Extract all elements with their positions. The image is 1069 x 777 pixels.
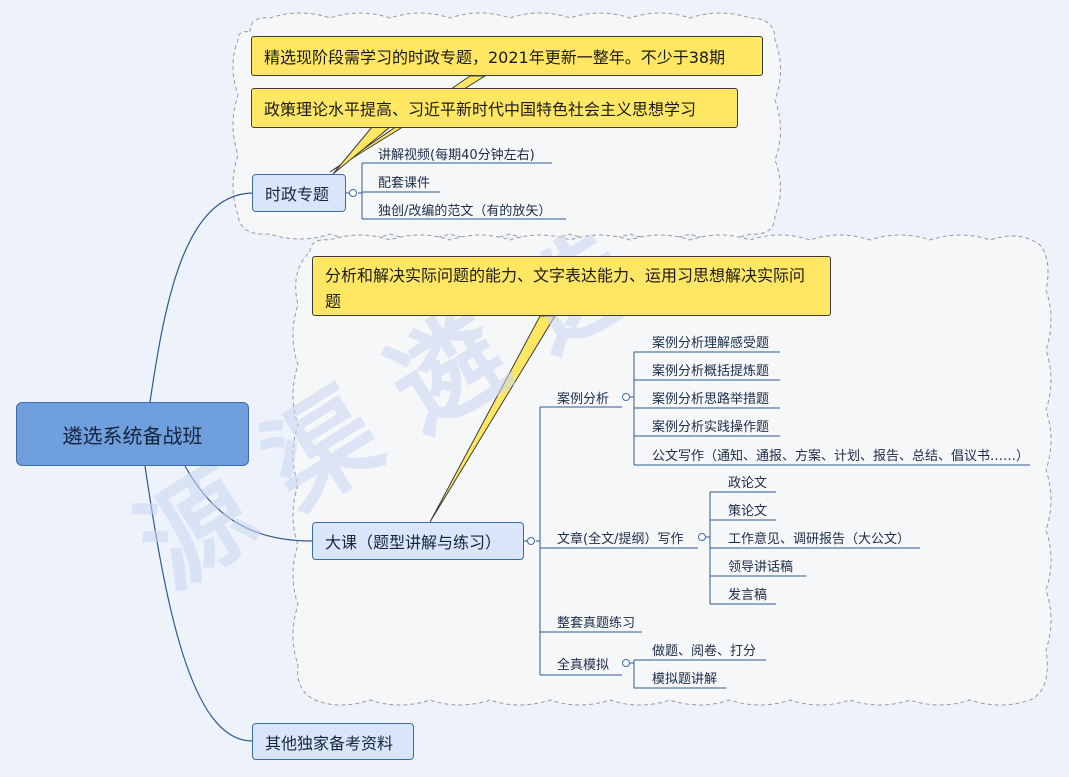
current-affairs-tree-lines: [346, 162, 566, 220]
main-course-tree-lines: [524, 351, 1030, 689]
leaf-mock-1[interactable]: 做题、阅卷、打分: [652, 643, 757, 659]
leaf-case-1[interactable]: 案例分析理解感受题: [652, 335, 770, 351]
callout-note-2-text: 政策理论水平提高、习近平新时代中国特色社会主义思想学习: [264, 100, 697, 119]
link-root-other: [144, 465, 253, 742]
subtopic-full-set[interactable]: 整套真题练习: [557, 615, 636, 631]
collapse-toggle-main-course[interactable]: [527, 537, 535, 545]
leaf-case-2[interactable]: 案例分析概括提炼题: [652, 363, 770, 379]
collapse-toggle-mock-exam[interactable]: [622, 659, 630, 667]
subtopic-case-analysis[interactable]: 案例分析: [557, 391, 610, 407]
branch-current-affairs-label: 时政专题: [265, 185, 330, 204]
link-root-main-course: [184, 465, 313, 542]
collapse-toggle-case-analysis[interactable]: [622, 393, 630, 401]
branch-other[interactable]: 其他独家备考资料: [252, 723, 414, 760]
leaf-essay-3[interactable]: 工作意见、调研报告（大公文）: [728, 531, 911, 547]
branch-current-affairs[interactable]: 时政专题: [252, 174, 346, 212]
callout-note-2: 政策理论水平提高、习近平新时代中国特色社会主义思想学习: [251, 88, 738, 128]
callout-note-1: 精选现阶段需学习的时政专题，2021年更新一整年。不少于38期: [251, 36, 763, 76]
collapse-toggle-current-affairs[interactable]: [349, 189, 357, 197]
callout-tail-3: [429, 315, 556, 523]
link-root-current-affairs: [149, 192, 253, 403]
branch-main-course-label: 大课（题型讲解与练习）: [325, 533, 502, 552]
leaf-essay-2[interactable]: 策论文: [728, 503, 768, 519]
leaf-essay-5[interactable]: 发言稿: [728, 587, 768, 603]
callout-note-1-text: 精选现阶段需学习的时政专题，2021年更新一整年。不少于38期: [264, 48, 726, 67]
branch-main-course[interactable]: 大课（题型讲解与练习）: [312, 522, 524, 560]
callout-note-3: 分析和解决实际问题的能力、文字表达能力、运用习思想解决实际问题: [312, 256, 831, 316]
root-node[interactable]: 遴选系统备战班: [16, 402, 249, 466]
branch-other-label: 其他独家备考资料: [265, 733, 394, 753]
root-label: 遴选系统备战班: [62, 423, 203, 448]
leaf-case-5[interactable]: 公文写作（通知、通报、方案、计划、报告、总结、倡议书……）: [652, 448, 1030, 464]
leaf-essay-samples[interactable]: 独创/改编的范文（有的放矢）: [378, 203, 552, 219]
leaf-case-4[interactable]: 案例分析实践操作题: [652, 419, 770, 435]
leaf-mock-2[interactable]: 模拟题讲解: [652, 671, 718, 687]
leaf-essay-1[interactable]: 政论文: [728, 475, 768, 491]
leaf-courseware[interactable]: 配套课件: [378, 175, 431, 191]
subtopic-essay-writing[interactable]: 文章(全文/提纲）写作: [557, 531, 684, 547]
leaf-video[interactable]: 讲解视频(每期40分钟左右): [378, 147, 535, 163]
callout-note-3-text: 分析和解决实际问题的能力、文字表达能力、运用习思想解决实际问题: [325, 266, 806, 311]
subtopic-mock-exam[interactable]: 全真模拟: [557, 657, 610, 673]
leaf-case-3[interactable]: 案例分析思路举措题: [652, 391, 770, 407]
collapse-toggle-essay-writing[interactable]: [698, 533, 706, 541]
leaf-essay-4[interactable]: 领导讲话稿: [728, 559, 794, 575]
cloud-boundary-main-course: [292, 234, 1052, 706]
